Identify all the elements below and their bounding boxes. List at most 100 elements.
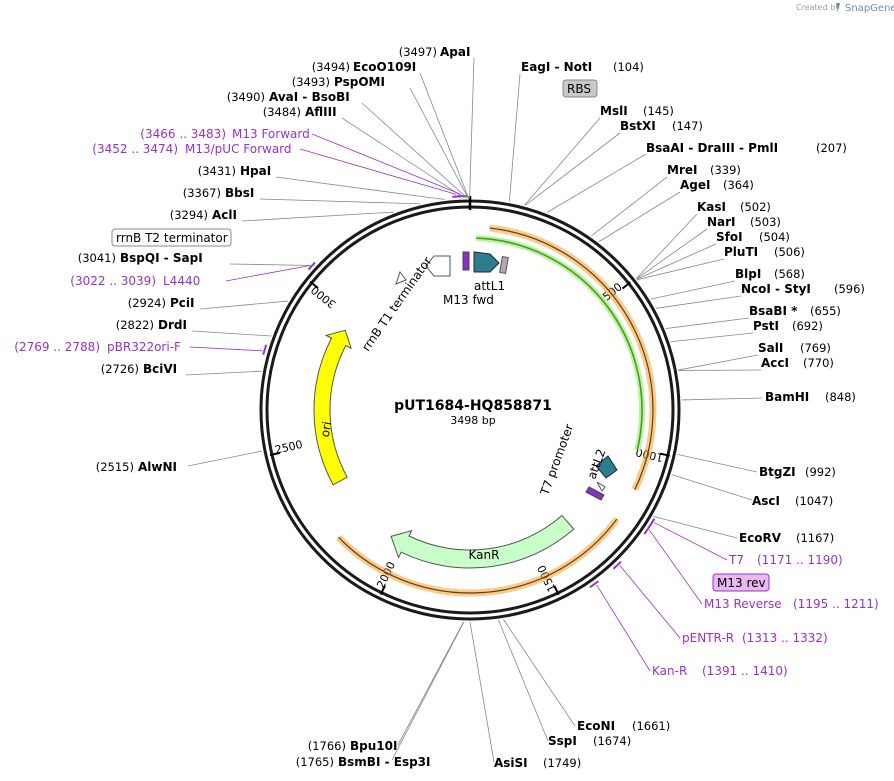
site-label: AgeI [680,178,710,192]
site-label: MreI [667,163,697,177]
site-pos: (770) [803,356,834,370]
scale-tick [659,452,671,457]
rrnb-t2-label: rrnB T2 terminator [116,231,228,245]
site-pos: (502) [740,200,771,214]
site-pos: (2822) [116,318,154,332]
site-label: AccI [761,356,789,370]
orange-track-2-line [338,518,618,594]
site-leader [591,176,668,237]
primer-label: pENTR-R [682,631,734,645]
rbs-feature [499,256,509,274]
rbs-box [562,79,598,98]
primer-range: (3466 .. 3483) [140,127,226,141]
plasmid-name: pUT1684-HQ858871 [394,398,552,414]
m13-fwd-feature [462,251,470,271]
scale-tick [553,585,560,596]
site-label: PciI [170,296,195,310]
site-label: AscI [752,494,780,508]
site-pos: (769) [800,341,831,355]
primer-range: (1195 .. 1211) [793,597,879,611]
site-label: EcoNI [577,719,615,733]
site-label: PluTI [724,245,758,259]
kanr-label: KanR [469,548,500,562]
site-leader [409,87,469,199]
site-label: MslI [600,104,628,118]
site-pos: (3041) [78,251,116,265]
site-label: SspI [548,734,577,748]
site-pos: (3367) [183,186,221,200]
primer-range: (1171 .. 1190) [757,553,843,567]
primer-leader [619,565,681,639]
site-leader-lines [185,57,763,763]
site-pos: (3494) [312,60,350,74]
primer-leader [189,346,263,352]
site-leader [469,621,495,763]
primer-bar [612,560,622,570]
site-leader [419,72,469,199]
site-leader [508,73,521,202]
primer-leader [654,522,728,561]
site-pos: (1749) [543,756,581,770]
site-pos: (992) [805,465,836,479]
site-pos: (848) [825,390,856,404]
site-leader [503,619,576,727]
site-label: AflIII [305,105,337,119]
site-leader [229,263,315,266]
site-leader [469,57,475,199]
site-leader [670,332,754,343]
m13-rev-box [712,573,770,592]
attl1-feature [473,251,500,273]
site-label: BsaBI * [749,304,798,318]
site-label: PspOMI [334,75,385,89]
primer-bar [589,580,599,589]
site-pos: (1765) [296,755,334,769]
orange-track-1-line [489,227,654,490]
snapgene-logo-icon [836,3,840,11]
site-pos: (3497) [399,45,437,59]
site-leader [665,317,750,329]
site-labels: (3497) ApaI (3494) EcoO109I (3493) PspOM… [78,45,865,770]
primer-leader [225,265,310,282]
t7-promoter-label: T7 promoter [537,422,576,498]
site-label: EagI - NotI [521,60,592,74]
site-label: BstXI [620,119,656,133]
site-pos: (3490) [227,90,265,104]
site-pos: (596) [834,282,865,296]
rrnb-t1-label: rrnB T1 terminator [359,254,435,354]
site-pos: (2924) [128,296,166,310]
green-track-line [476,237,643,451]
site-label: AlwNI [138,460,177,474]
site-leader [525,132,621,206]
site-leader [650,280,736,300]
snapgene-brand: SnapGene [845,3,894,14]
scale-tick [269,451,280,457]
site-pos: (2515) [96,460,134,474]
site-leader [191,330,272,337]
site-label: BciVI [143,362,177,376]
primer-range: (3452 .. 3474) [92,142,178,156]
ori-label: ori [318,420,334,438]
site-label: NarI [707,215,736,229]
site-leader [397,621,464,746]
primer-range: (2769 .. 2788) [14,340,100,354]
scale-tick-label: 2500 [274,438,304,457]
site-pos: (1766) [308,739,346,753]
site-pos: (145) [643,104,674,118]
site-pos: (3431) [198,164,236,178]
primer-label: pBR322ori-F [107,340,181,354]
primer-label: Kan-R [652,664,687,678]
primer-bar [648,518,656,529]
site-leader [199,300,289,310]
primer-label: M13 Forward [232,127,310,141]
site-label: SfoI [716,230,743,244]
primer-leader [596,584,651,672]
attl1-label: attL1 [474,279,505,293]
site-label: AclI [212,208,237,222]
site-pos: (3294) [170,208,208,222]
site-leader [241,211,395,222]
primer-leader [311,133,461,195]
primer-bar [452,195,464,198]
site-label: BsaAI - DraIII - PmlI [646,141,778,155]
ori-feature [313,329,352,486]
site-leader [259,198,421,205]
